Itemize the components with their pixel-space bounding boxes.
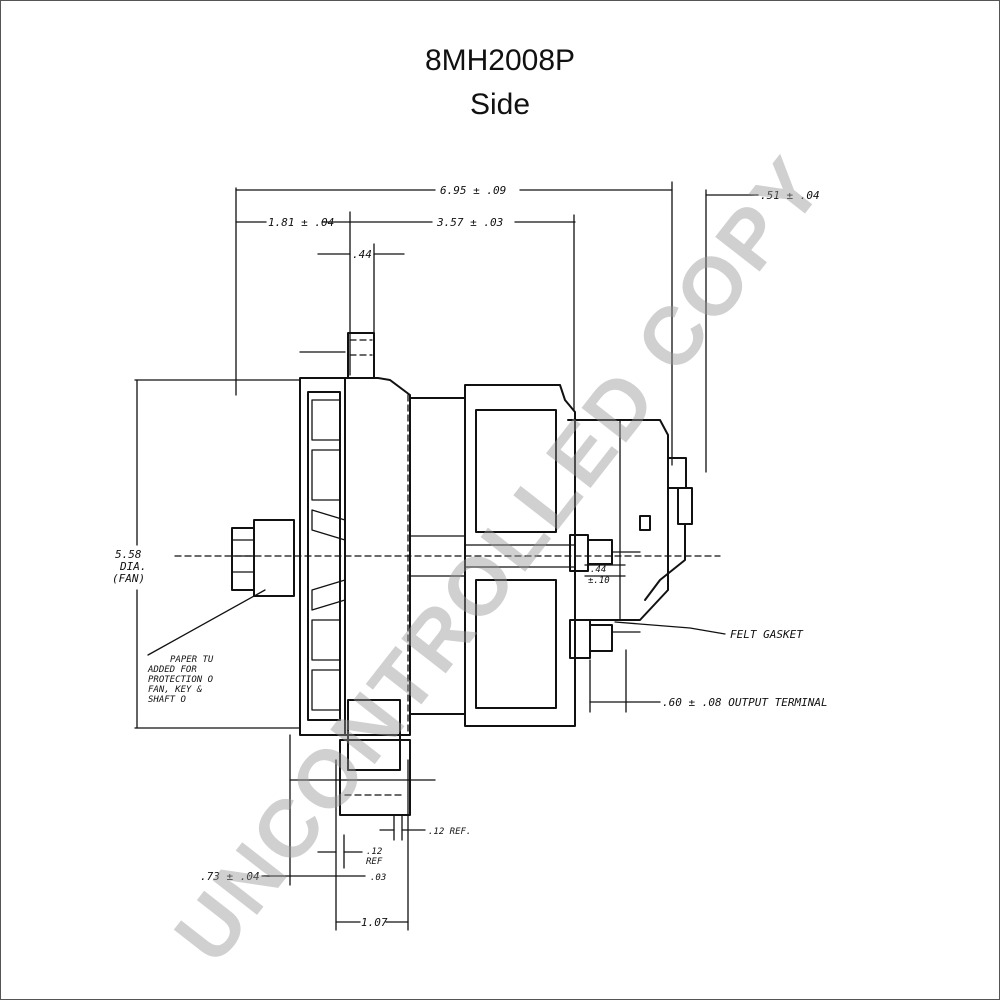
felt-gasket-label: FELT GASKET (730, 628, 804, 641)
ref-12-right: .12 REF. (428, 827, 471, 837)
overall-length-label: 6.95 ± .09 (440, 184, 506, 197)
pulley-nut (231, 519, 295, 597)
output-terminal-dimension: .60 ± .08 OUTPUT TERMINAL (589, 649, 828, 713)
mount-width-dimension: .44 (317, 243, 405, 341)
fan-dia-text: DIA. (119, 560, 147, 573)
mount-to-rear-label: 3.57 ± .03 (436, 216, 503, 229)
ref-12-left-a: .12 (366, 847, 382, 857)
fan-dia-value: 5.58 (115, 548, 142, 561)
paper-tube-note: PAPER TU ADDED FOR PROTECTION O FAN, KEY… (147, 589, 266, 705)
drive-end-housing (289, 332, 436, 816)
drawing-subtitle: Side (469, 88, 531, 121)
terminal-dim-b: ±.10 (588, 576, 610, 586)
svg-text:SHAFT O: SHAFT O (148, 695, 187, 705)
svg-text:ADDED FOR: ADDED FOR (147, 665, 197, 675)
rear-cover (567, 419, 693, 621)
terminal-dim-a: .44 (590, 565, 606, 575)
rear-overhang-label: .51 ± .04 (760, 189, 820, 202)
front-to-mount-dimension: 1.81 ± .04 3.57 ± .03 (235, 211, 576, 411)
svg-text:FAN, KEY &: FAN, KEY & (148, 685, 203, 695)
terminal-studs (569, 534, 641, 659)
rear-overhang-dimension: .51 ± .04 (705, 189, 820, 473)
output-terminal-label: .60 ± .08 OUTPUT TERMINAL (662, 696, 828, 709)
small-gap-label: .03 (370, 873, 386, 883)
fan-dia-fan: (FAN) (112, 572, 145, 585)
felt-gasket-callout: FELT GASKET (614, 621, 804, 641)
svg-text:PAPER TU: PAPER TU (170, 655, 214, 665)
overall-length-dimension: 6.95 ± .09 (235, 181, 673, 466)
mount-width-label: .44 (352, 248, 372, 261)
ref-12-left-b: REF (366, 857, 383, 867)
front-offset-label: .73 ± .04 (200, 870, 260, 883)
front-to-mount-label: 1.81 ± .04 (268, 216, 334, 229)
svg-text:PROTECTION O: PROTECTION O (148, 675, 214, 685)
terminal-dimension: .44 ±.10 (584, 564, 626, 586)
cooling-fan (299, 351, 346, 736)
fan-diameter-dimension: 5.58 DIA. (FAN) (112, 379, 301, 729)
bottom-dimensions: .12 REF. .12 REF .73 ± .04 .03 1.07 (200, 734, 471, 931)
foot-width-label: 1.07 (361, 916, 388, 929)
slip-ring-end-housing (464, 384, 576, 727)
drawing-title: 8MH2008P (424, 44, 576, 77)
